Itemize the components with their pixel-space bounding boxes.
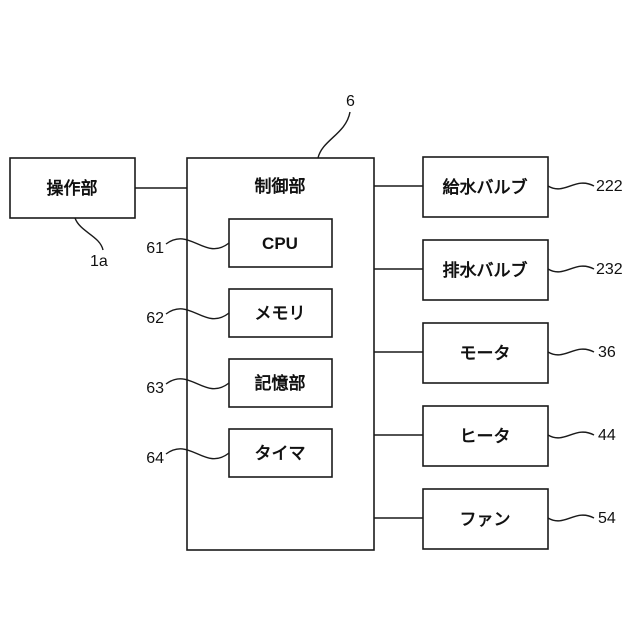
output-drain-valve: 排水バルブ 232 [374, 240, 623, 300]
internal-component-cpu: CPU 61 [146, 219, 332, 267]
output-label: ファン [460, 510, 511, 529]
internal-component-ref: 63 [146, 380, 164, 397]
output-ref: 44 [598, 427, 616, 444]
internal-component-ref: 61 [146, 240, 164, 257]
output-leader [548, 183, 594, 189]
internal-component-ref: 64 [146, 450, 164, 467]
internal-component-timer: タイマ 64 [146, 429, 332, 477]
internal-component-label: 記憶部 [255, 373, 306, 393]
operation-unit-leader [75, 218, 103, 250]
output-ref: 222 [596, 178, 623, 195]
controller-box [187, 158, 374, 550]
controller-ref: 6 [346, 93, 355, 110]
internal-component-storage: 記憶部 63 [146, 359, 332, 407]
output-leader [548, 432, 594, 438]
internal-component-label: タイマ [255, 444, 306, 463]
output-label: 給水バルブ [443, 177, 528, 197]
output-water-supply-valve: 給水バルブ 222 [374, 157, 623, 217]
output-ref: 54 [598, 510, 616, 527]
output-leader [548, 266, 594, 272]
output-label: 排水バルブ [443, 260, 528, 280]
output-heater: ヒータ 44 [374, 406, 616, 466]
output-ref: 36 [598, 344, 616, 361]
controller-leader [318, 112, 350, 158]
internal-component-label: メモリ [255, 304, 306, 323]
output-fan: ファン 54 [374, 489, 616, 549]
controller-label: 制御部 [255, 176, 306, 196]
output-motor: モータ 36 [374, 323, 616, 383]
output-ref: 232 [596, 261, 623, 278]
output-leader [548, 349, 594, 355]
output-label: モータ [460, 344, 511, 363]
operation-unit-label: 操作部 [47, 178, 98, 198]
operation-unit-ref: 1a [90, 253, 108, 270]
internal-component-ref: 62 [146, 310, 164, 327]
output-leader [548, 515, 594, 521]
internal-component-memory: メモリ 62 [146, 289, 332, 337]
output-label: ヒータ [460, 427, 511, 446]
internal-component-label: CPU [262, 234, 298, 253]
